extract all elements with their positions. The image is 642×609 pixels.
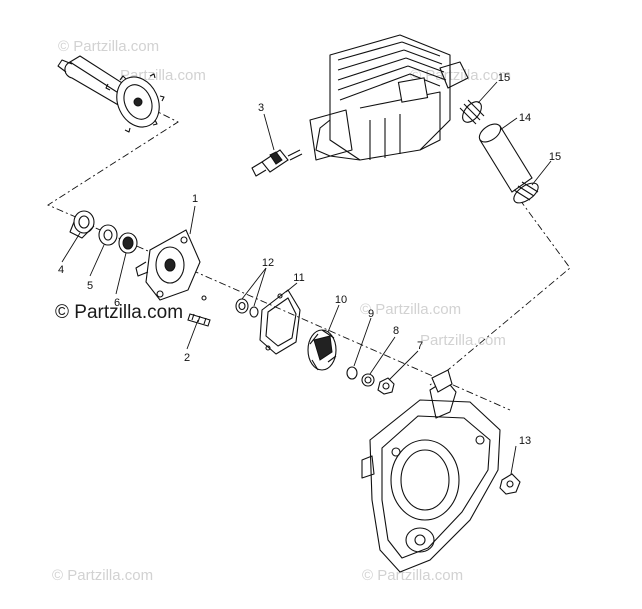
pump-shaft-part [187,313,211,327]
engine-cylinder-part [309,34,469,161]
crankcase-cover-part [361,369,501,573]
callout-6: 6 [114,297,120,309]
watermark-prominent: © Partzilla.com [55,302,183,323]
watermark-top-right: © Partzilla.com [410,67,511,84]
watermark-bottom-left: © Partzilla.com [52,567,153,584]
washer-12-part [235,298,259,318]
nut-7-part [377,377,395,395]
watermark-middle-right: © Partzilla.com [360,301,461,318]
hose-clamp-bottom-part [513,181,539,204]
camshaft-gear-part [57,55,165,133]
leader-lines [61,81,552,475]
bolt-13-part [499,473,521,495]
watermark-top-left: © Partzilla.com [58,38,159,55]
watermark-middle-right-2: Partzilla.com [420,332,506,349]
callout-2: 2 [184,352,190,364]
callout-13: 13 [519,435,531,447]
water-pump-housing-part [135,229,201,301]
callout-11: 11 [293,272,304,284]
callout-3: 3 [258,102,264,114]
callout-10: 10 [335,294,347,306]
pin-part [201,295,207,301]
callout-14: 14 [519,112,531,124]
callout-9: 9 [368,308,374,320]
bearing-6-part [118,232,138,254]
callout-labels: 1 2 3 4 5 6 7 8 9 10 11 12 13 14 15 15 [58,72,561,447]
callout-7: 7 [417,340,423,352]
watermark-layer: © Partzilla.com Partzilla.com © Partzill… [52,38,511,584]
callout-4: 4 [58,264,64,276]
water-hose-part [478,123,533,193]
impeller-part [307,329,337,371]
callout-15-bottom: 15 [549,151,561,163]
shaft-line [47,107,179,219]
seal-5-part [98,224,118,246]
callout-1: 1 [192,193,198,205]
watermark-bottom-right: © Partzilla.com [362,567,463,584]
callout-8: 8 [393,325,399,337]
bearing-4-part [69,210,95,239]
hose-line [429,199,571,386]
seal-9-part [346,366,358,380]
nut-8-part [361,373,375,387]
callout-12: 12 [262,257,274,269]
callout-15-top: 15 [498,72,510,84]
callout-5: 5 [87,280,93,292]
hose-clamp-top-part [459,99,485,125]
gasket-part [259,289,301,355]
temperature-sensor-part [251,149,303,177]
